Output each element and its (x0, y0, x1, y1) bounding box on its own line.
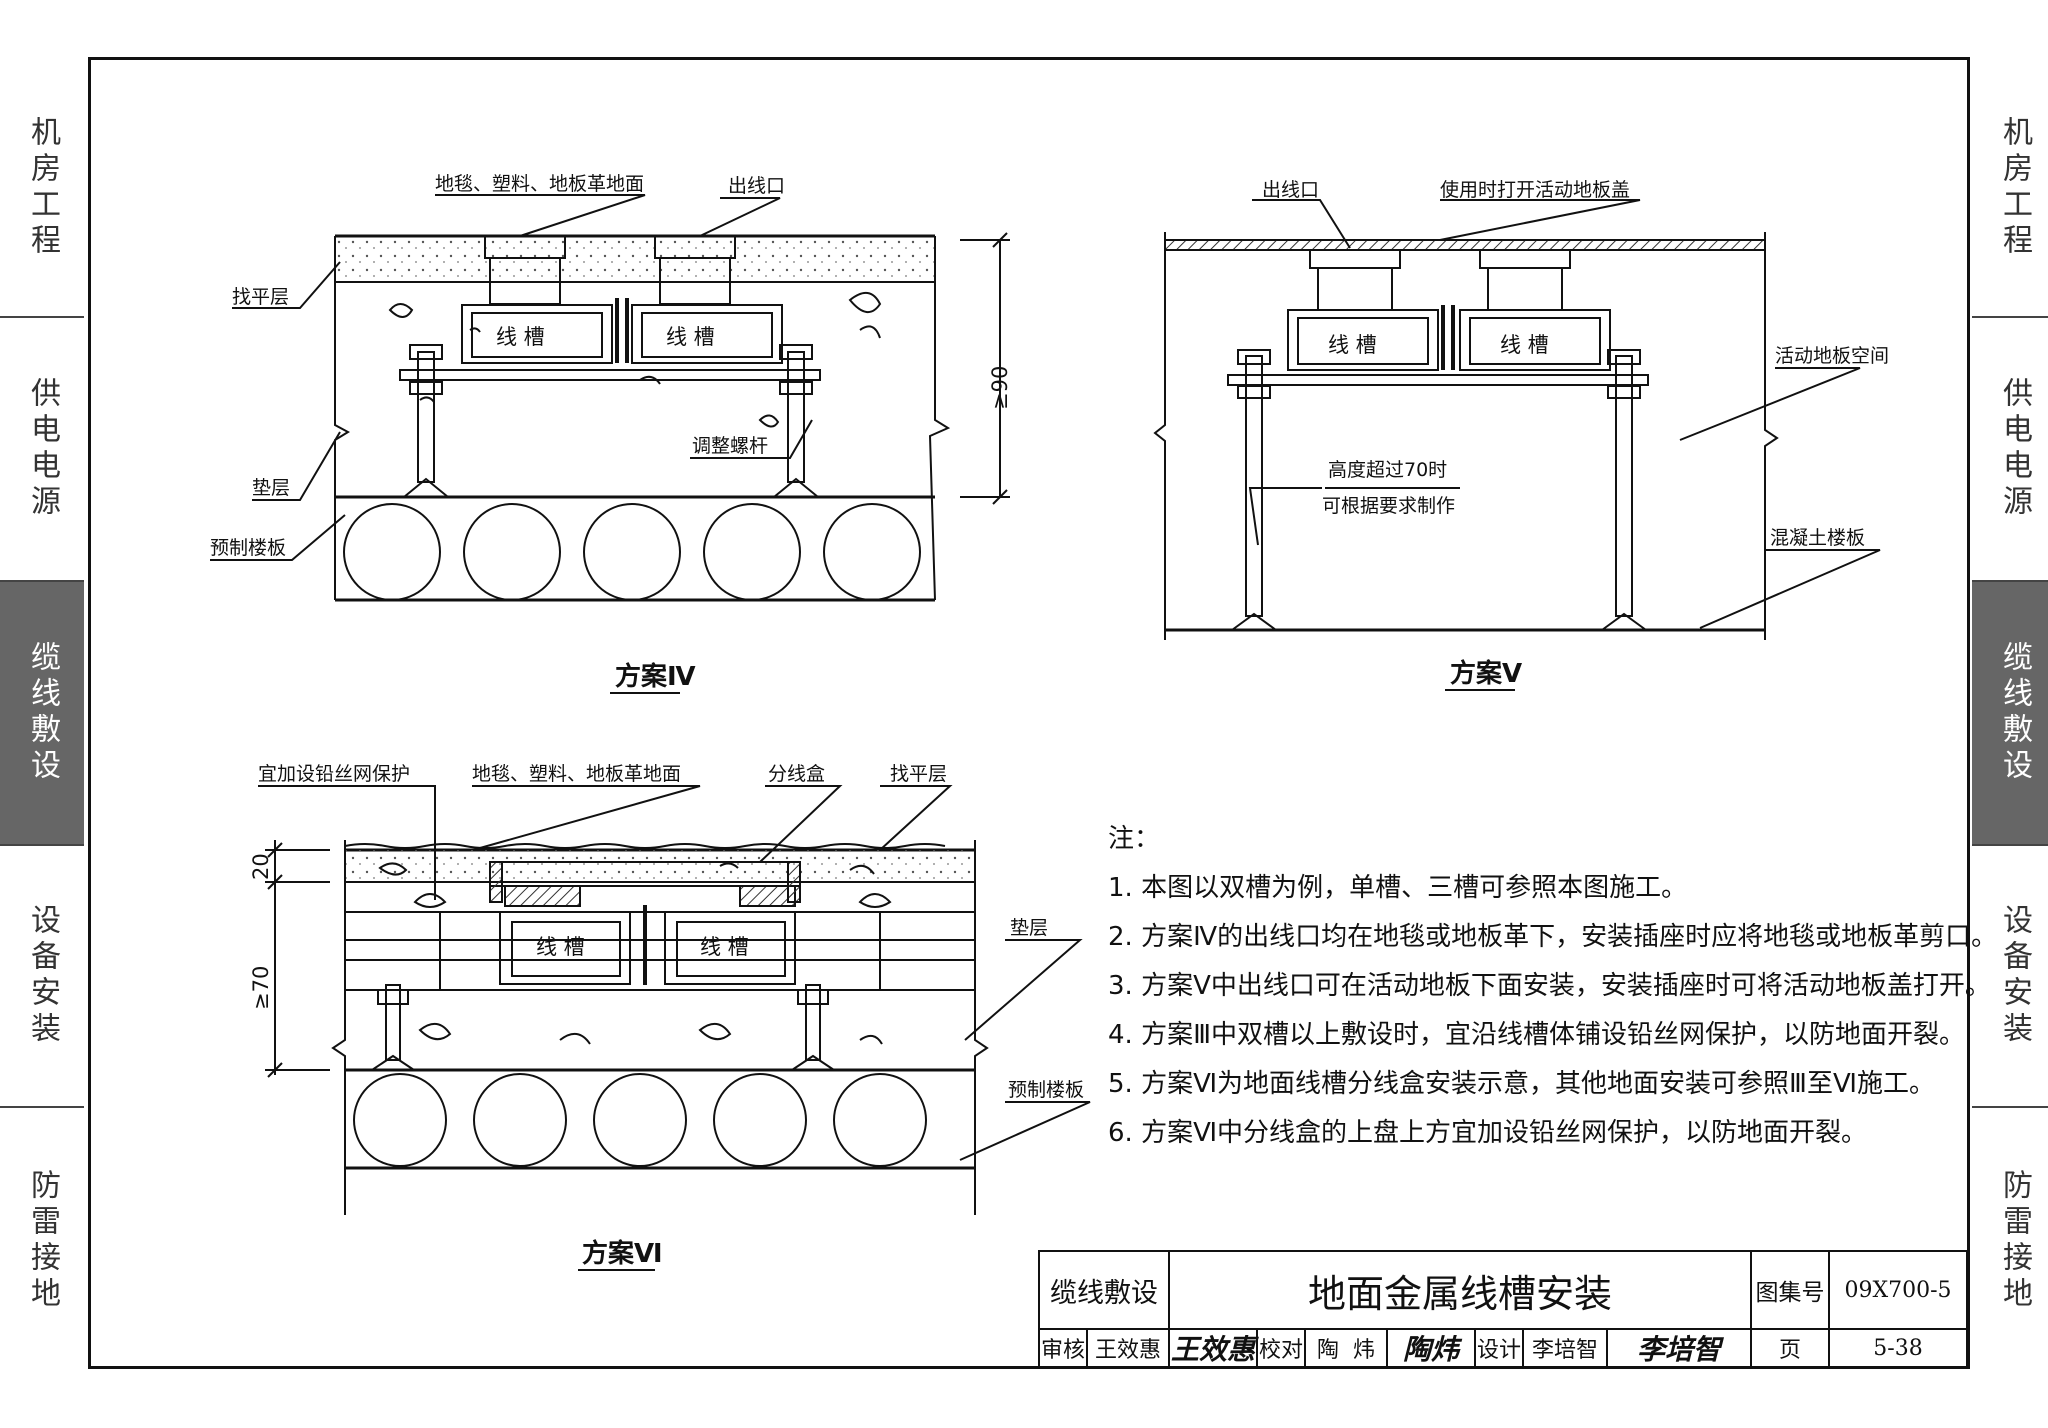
label-dim-20-vi: 20 (249, 853, 273, 880)
label-trough-vi-2: 线 槽 (700, 935, 749, 959)
tb-atlas-no: 09X700-5 (1828, 1250, 1968, 1330)
label-trough-vi-1: 线 槽 (536, 935, 585, 959)
scheme-iv-drawing (210, 194, 1010, 602)
note-item-5: 5. 方案Ⅵ为地面线槽分线盒安装示意，其他地面安装可参照Ⅲ至Ⅵ施工。 (1108, 1069, 1935, 1099)
title-block: 缆线敷设 地面金属线槽安装 图集号 09X700-5 审核 王效惠 王效惠 校对… (1038, 1250, 1968, 1368)
tb-page-no: 5-38 (1828, 1328, 1968, 1368)
scheme-v-labels: 出线口 使用时打开活动地板盖 线 槽 线 槽 活动地板空间 高度超过70时 可根… (1262, 179, 1889, 691)
label-height-note-v-1: 高度超过70时 (1328, 459, 1447, 481)
label-junction-box-vi: 分线盒 (768, 763, 825, 785)
label-trough-v-2: 线 槽 (1500, 333, 1549, 357)
side-tab-equipment-install: 设备安装 (0, 846, 84, 1108)
note-item-2: 2. 方案Ⅳ的出线口均在地毯或地板革下，安装插座时应将地毯或地板革剪口。 (1108, 922, 1998, 952)
side-tab-lightning-grounding: 防雷接地 (25, 1169, 60, 1313)
label-cushion-iv: 垫层 (252, 477, 290, 499)
side-tab-machine-room: 机房工程 (0, 60, 84, 318)
side-tab-power-supply-right: 供电电源 (1972, 318, 2048, 582)
label-leveling-vi: 找平层 (890, 763, 947, 785)
scheme-vi-labels: 宜加设铅丝网保护 地毯、塑料、地板革地面 分线盒 找平层 线 槽 线 槽 垫层 … (249, 763, 1084, 1271)
side-tab-cable-laying-right: 缆线敷设 (1972, 582, 2048, 846)
side-tab-machine-room-right: 机房工程 (1972, 60, 2048, 318)
side-tab-power-supply: 供电电源 (0, 318, 84, 582)
tb-reviewer: 王效惠 (1086, 1328, 1170, 1368)
tb-designer-signature: 李培智 (1606, 1328, 1752, 1368)
note-item-3: 3. 方案Ⅴ中出线口可在活动地板下面安装，安装插座时可将活动地板盖打开。 (1108, 971, 1991, 1001)
drawing-frame (88, 57, 1970, 1369)
tb-check-label: 校对 (1256, 1328, 1306, 1368)
label-cushion-vi: 垫层 (1010, 917, 1048, 939)
tb-checker: 陶 炜 (1304, 1328, 1388, 1368)
tb-designer: 李培智 (1522, 1328, 1608, 1368)
scheme-v-title: 方案Ⅴ (1450, 658, 1522, 689)
label-floor-space-v: 活动地板空间 (1775, 345, 1889, 367)
scheme-vi-title: 方案Ⅵ (582, 1238, 663, 1269)
label-concrete-slab-v: 混凝土楼板 (1770, 527, 1865, 549)
scheme-v-drawing (1153, 199, 1881, 640)
tb-category: 缆线敷设 (1038, 1250, 1170, 1330)
label-dim-70-vi: ≥70 (249, 966, 273, 1010)
label-wire-mesh-vi: 宜加设铅丝网保护 (258, 763, 410, 785)
tb-design-label: 设计 (1474, 1328, 1524, 1368)
tb-review-label: 审核 (1038, 1328, 1088, 1368)
side-tab-lightning-grounding-right: 防雷接地 (1997, 1169, 2032, 1313)
label-dimension-iv: ≥90 (988, 366, 1012, 410)
note-item-6: 6. 方案Ⅵ中分线盒的上盘上方宜加设铅丝网保护，以防地面开裂。 (1108, 1118, 1868, 1148)
label-floor-surface-iv: 地毯、塑料、地板革地面 (435, 173, 644, 195)
left-side-tabs: 机房工程 供电电源 缆线敷设 设备安装 防雷接地 (0, 60, 84, 1374)
label-trough-iv-1: 线 槽 (496, 325, 545, 349)
label-trough-v-1: 线 槽 (1328, 333, 1377, 357)
label-adjust-rod-iv: 调整螺杆 (692, 435, 768, 457)
scheme-vi-drawing (258, 785, 1091, 1215)
label-leveling-iv: 找平层 (232, 286, 289, 308)
note-item-4: 4. 方案Ⅲ中双槽以上敷设时，宜沿线槽体铺设铅丝网保护，以防地面开裂。 (1108, 1020, 1965, 1050)
side-tab-cable-laying: 缆线敷设 (0, 582, 84, 846)
notes-block: 注： 1. 本图以双槽为例，单槽、三槽可参照本图施工。 2. 方案Ⅳ的出线口均在… (1108, 815, 1997, 1158)
label-floor-surface-vi: 地毯、塑料、地板革地面 (472, 763, 681, 785)
tb-reviewer-signature: 王效惠 (1168, 1328, 1258, 1368)
label-slab-iv: 预制楼板 (210, 537, 286, 559)
label-height-note-v-2: 可根据要求制作 (1322, 495, 1455, 517)
notes-heading: 注： (1108, 824, 1161, 854)
label-slab-vi: 预制楼板 (1008, 1079, 1084, 1101)
scheme-iv-labels: 地毯、塑料、地板革地面 出线口 找平层 线 槽 线 槽 调整螺杆 垫层 预制楼板… (210, 173, 1012, 694)
tb-atlas-label: 图集号 (1750, 1250, 1830, 1330)
scheme-iv-title: 方案Ⅳ (615, 661, 696, 692)
note-item-1: 1. 本图以双槽为例，单槽、三槽可参照本图施工。 (1108, 873, 1688, 903)
label-trough-iv-2: 线 槽 (666, 325, 715, 349)
tb-page-label: 页 (1750, 1328, 1830, 1368)
label-outlet-v: 出线口 (1262, 179, 1319, 201)
side-tab-equipment-install-right: 设备安装 (1972, 846, 2048, 1108)
right-side-tabs: 机房工程 供电电源 缆线敷设 设备安装 防雷接地 (1972, 60, 2048, 1374)
label-outlet-iv: 出线口 (728, 175, 785, 197)
label-open-cover-v: 使用时打开活动地板盖 (1440, 179, 1630, 201)
tb-checker-signature: 陶炜 (1386, 1328, 1476, 1368)
tb-title: 地面金属线槽安装 (1168, 1250, 1752, 1330)
